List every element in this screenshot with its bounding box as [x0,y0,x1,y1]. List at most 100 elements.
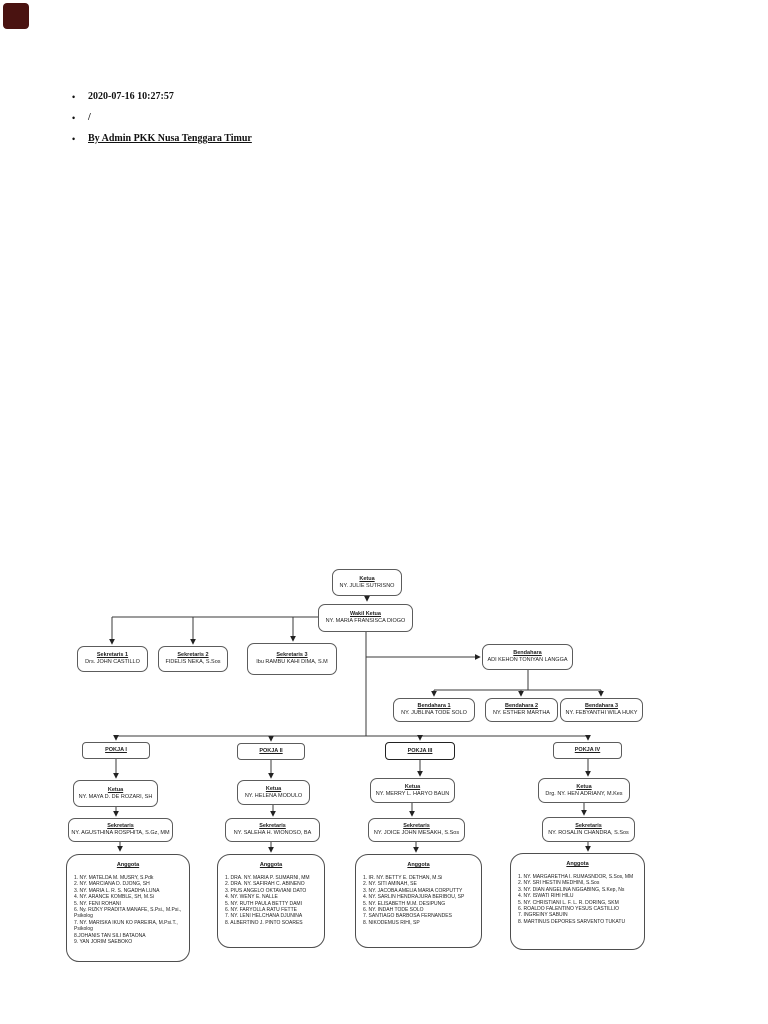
box-title: Ketua [107,786,124,793]
org-box-pokja-1-sekretaris: Sekretaris NY. AGUSTHINA ROSPHITA, S.Gz,… [68,818,173,842]
member-line: 8. ALBERTINO J. PINTO SOARES [225,919,303,926]
box-title: Anggota [259,862,283,868]
org-box-pokja-4-anggota: Anggota 1. NY. MARGARETHA I. RUMASNDOR, … [510,853,645,950]
box-title: POKJA IV [574,747,601,753]
org-box-pokja-2-ketua: Ketua NY. HELENA MODULO [237,780,310,805]
member-line: 2. NY. MARCIANA D. DJONG, SH [74,881,150,888]
bullet-icon: • [72,92,76,102]
member-line: 6. NY. INDAH TODE SOLO [363,907,424,914]
member-line: 3. NY. JACOBA AMELIA MARIA CORPUTTY [363,887,463,894]
member-line: 1. NY. MARGARETHA I. RUMASNDOR, S.Sos, M… [518,874,634,880]
member-line: 6. Ny. RIZKY PRADITA MANAFE, S.Psi., M.P… [74,907,182,920]
timestamp: 2020-07-16 10:27:57 [88,91,174,102]
bullet-icon: • [72,134,76,144]
box-name: NY. JULIE SUTRISNO [339,582,395,589]
member-line: 7. SANTIAGO BARBOSA FERNANDES [363,913,452,920]
member-line: 6. NY. FARYOLLA RATU FETTE [225,907,297,914]
member-line: 4. NY. ARANCE KOMBLE, SH, M.Si [74,894,154,901]
box-title: POKJA I [105,747,127,753]
org-box-pokja-3-header: POKJA III [385,742,455,760]
box-title: Wakil Ketua [350,611,381,618]
member-line: 3. NY. DIAN ANGELINA NGGABING, S.Kep, Ns [518,886,625,893]
org-box-pokja-1-ketua: Ketua NY. MAYA D. DE ROZARI, SH [73,780,158,807]
org-box-pokja-2-header: POKJA II [237,743,305,760]
member-list: 1. NY. MARGARETHA I. RUMASNDOR, S.Sos, M… [511,874,644,925]
member-line: 9. YAN JORIM SAEBOKO [74,939,133,946]
box-title: Ketua [359,575,375,582]
box-title: Sekretaris [107,823,134,830]
org-box-bendahara-2: Bendahara 2 NY. ESTHER MARTHA [485,698,558,722]
box-name: Ibu RAMBU KAHI DIMA, S.M [256,659,328,666]
meta-category: • / [72,112,252,124]
box-title: Bendahara [513,650,542,657]
org-box-pokja-1-header: POKJA I [82,742,150,759]
member-line: 8.JOHANIS TAN SILI BATAONA [74,932,146,939]
bullet-icon: • [72,113,76,123]
box-title: Sekretaris 2 [177,652,209,659]
box-title: Bendahara 2 [504,703,538,710]
member-line: 4. NY. WENY E. NALLE [225,894,278,901]
box-title: Bendahara 3 [584,703,618,710]
box-name: Drg. NY. HEN ADRIANY, M.Kes [545,790,623,797]
box-title: Ketua [576,783,592,790]
box-name: NY. AGUSTHINA ROSPHITA, S.Gz, MM [71,830,170,837]
org-box-ketua: Ketua NY. JULIE SUTRISNO [332,569,402,596]
member-line: 5. NY. FENI ROHANI [74,900,121,907]
box-title: POKJA II [259,748,283,754]
member-line: 2. DRA. NY. SAFIRAH C. ABINENO [225,881,305,888]
org-box-pokja-3-sekretaris: Sekretaris NY. JOICE JOHN MESAKH, S.Sos [368,818,465,842]
box-name: NY. MAYA D. DE ROZARI, SH [78,793,153,800]
org-box-sekretaris-2: Sekretaris 2 FIDELIS NEKA, S.Sos [158,646,228,672]
org-box-sekretaris-3: Sekretaris 3 Ibu RAMBU KAHI DIMA, S.M [247,643,337,675]
member-line: 4. NY. SARLIN HENDRAJURA BERIBOU, SP [363,894,465,901]
box-title: Ketua [265,785,282,792]
member-line: 5. NY. CHRISTIANI L. F. L. R. DORING, SK… [518,899,619,906]
member-line: 4. NY. ISWATI RIHI HILU [518,893,574,900]
box-title: Anggota [116,862,140,868]
author-link[interactable]: By Admin PKK Nusa Tenggara Timur [88,133,252,144]
org-box-pokja-2-anggota: Anggota 1. DRA. NY. MARIA P. SUMARNI, MM… [217,854,325,948]
box-name: ADI KEHON TONIYAN LANGGA [487,657,568,664]
org-box-pokja-2-sekretaris: Sekretaris NY. SALEHA H. WIONOSO, BA [225,818,320,842]
org-box-pokja-3-anggota: Anggota 1. IR. NY. BETTY E. DETHAN, M.Si… [355,854,482,948]
member-line: 7. INGREINY SABUIN [518,912,568,919]
box-name: NY. JOICE JOHN MESAKH, S.Sos [373,830,460,837]
box-name: NY. MARIA FRANSISCA DIOGO [325,618,406,625]
box-title: Anggota [566,861,589,867]
member-line: 8. NIKODEMUS RIHI, SP [363,919,420,926]
org-box-pokja-4-ketua: Ketua Drg. NY. HEN ADRIANY, M.Kes [538,778,630,803]
box-title: POKJA III [407,747,433,754]
box-name: Drs. JOHN CASTILLO [85,659,140,666]
meta-author: • By Admin PKK Nusa Tenggara Timur [72,133,252,145]
box-name: NY. ESTHER MARTHA [493,710,550,717]
member-line: 2. NY. SRI HESTIN MEDHINI, S.Sos [518,880,600,887]
box-title: Anggota [407,862,430,868]
member-line: 3. NY. MARIA L. R. S. NGADHA LUNA [74,887,160,894]
org-box-bendahara-1: Bendahara 1 NY. JUBLINA TODE SOLO [393,698,475,722]
org-box-bendahara-3: Bendahara 3 NY. FEBYANTHI WILA HUKY [560,698,643,722]
corner-logo [3,3,29,29]
member-line: 5. NY. ELISABETH M.M. DESIPUNG [363,900,446,907]
member-line: 2. NY. SITI AMINAH, SE [363,881,417,888]
member-line: 1. DRA. NY. MARIA P. SUMARNI, MM [225,875,310,881]
org-box-pokja-4-sekretaris: Sekretaris NY. ROSALIN CHANDRA, S.Sos [542,817,635,842]
box-name: NY. FEBYANTHI WILA HUKY [565,710,638,717]
box-title: Sekretaris [259,823,286,830]
member-line: 6. ROALDO FALENTINO YESUS CASTILLIO [518,906,620,913]
org-box-sekretaris-1: Sekretaris 1 Drs. JOHN CASTILLO [77,646,148,672]
member-line: 8. MARTINUS DEPORES SARVENTO TUKATU [518,918,626,925]
box-name: FIDELIS NEKA, S.Sos [165,659,221,666]
box-name: NY. JUBLINA TODE SOLO [401,710,467,717]
org-box-wakil-ketua: Wakil Ketua NY. MARIA FRANSISCA DIOGO [318,604,413,632]
box-title: Sekretaris [403,823,430,830]
box-name: NY. ROSALIN CHANDRA, S.Sos [548,829,629,836]
member-line: 1. IR. NY. BETTY E. DETHAN, M.Si [363,875,443,881]
org-box-bendahara: Bendahara ADI KEHON TONIYAN LANGGA [482,644,573,670]
category-text: / [88,112,91,123]
member-line: 7. NY. LENI HELCHANA DJUNINA [225,913,303,920]
member-line: 5. NY. RUTH PAULA BETTY DAMI [225,900,302,907]
